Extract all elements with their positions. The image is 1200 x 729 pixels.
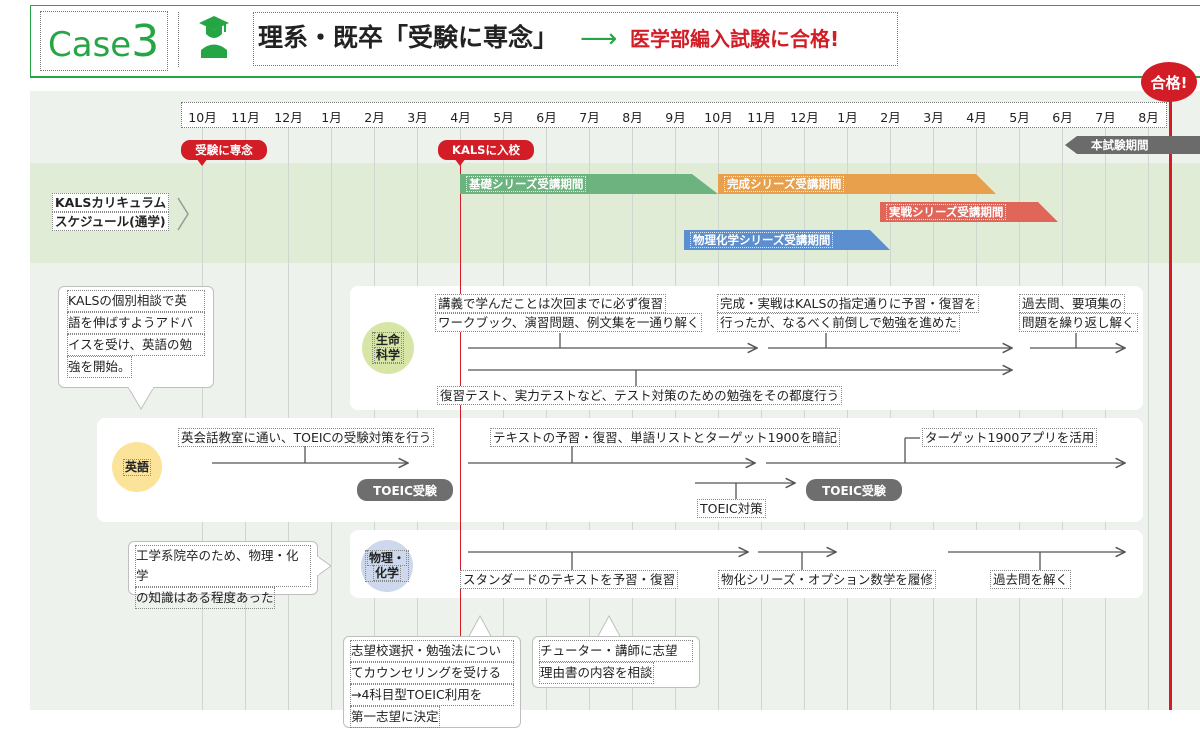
toeic-exam-2: TOEIC受験 — [806, 479, 902, 501]
life-note-3: 過去問、要項集の 問題を繰り返し解く — [1019, 294, 1138, 332]
case-label-box — [40, 11, 168, 71]
month-gridline — [503, 125, 504, 710]
month-gridline — [632, 125, 633, 710]
pass-marker: 合格! — [1141, 62, 1197, 102]
month-label: 6月 — [1052, 110, 1073, 125]
month-label: 1月 — [321, 110, 342, 125]
month-gridline — [331, 125, 332, 710]
month-gridline — [675, 125, 676, 710]
month-label: 9月 — [665, 110, 686, 125]
toeic-exam-1: TOEIC受験 — [357, 479, 453, 501]
month-gridline — [546, 125, 547, 710]
month-label: 3月 — [923, 110, 944, 125]
physchem-series-bar: 物理化学シリーズ受講期間 — [684, 230, 890, 250]
tutor-note: チューター・講師に志望 理由書の内容を相談 — [532, 636, 700, 688]
month-label: 5月 — [1009, 110, 1030, 125]
month-gridline — [718, 125, 719, 710]
practice-series-bar: 実戦シリーズ受講期間 — [880, 202, 1058, 222]
start-marker: 受験に専念 — [181, 140, 267, 160]
month-gridline — [761, 125, 762, 710]
month-label: 10月 — [188, 110, 217, 125]
curriculum-label: KALSカリキュラム スケジュール(通学) — [52, 193, 169, 231]
month-label: 7月 — [579, 110, 600, 125]
completion-series-bar: 完成シリーズ受講期間 — [718, 174, 996, 194]
month-label: 4月 — [450, 110, 471, 125]
chevron-right-icon — [176, 196, 190, 236]
month-gridline — [933, 125, 934, 710]
month-label: 2月 — [880, 110, 901, 125]
month-label: 1月 — [837, 110, 858, 125]
life-science-badge: 生命科学 — [362, 322, 414, 374]
header-divider — [178, 12, 179, 67]
physchem-note-2: 物化シリーズ・オプション数学を履修 — [718, 570, 936, 589]
title-main: 理系・既卒「受験に専念」 — [258, 23, 559, 52]
month-gridline — [804, 125, 805, 710]
english-badge: 英語 — [112, 442, 162, 492]
header — [30, 5, 1200, 78]
month-gridline — [245, 125, 246, 710]
month-gridline — [976, 125, 977, 710]
english-note-1: 英会話教室に通い、TOEICの受験対策を行う — [178, 428, 435, 447]
title-result: 医学部編入試験に合格! — [630, 27, 840, 51]
month-label: 6月 — [536, 110, 557, 125]
physchem-note-3: 過去問を解く — [990, 570, 1072, 589]
case-word: Case — [48, 25, 132, 65]
month-label: 10月 — [704, 110, 733, 125]
month-gridline — [1148, 125, 1149, 710]
counsel-note: 志望校選択・勉強法につい てカウンセリングを受ける →4科目型TOEIC利用を … — [343, 636, 521, 728]
month-label: 4月 — [966, 110, 987, 125]
consult-note-pointer — [127, 386, 155, 415]
title-arrow: ⟶ — [580, 24, 618, 54]
month-label: 11月 — [231, 110, 260, 125]
month-label: 5月 — [493, 110, 514, 125]
month-label: 12月 — [274, 110, 303, 125]
month-label: 3月 — [407, 110, 428, 125]
toeic-prep-note: TOEIC対策 — [697, 499, 766, 518]
case-number: 3 — [131, 16, 160, 67]
month-label: 8月 — [622, 110, 643, 125]
month-gridline — [417, 125, 418, 710]
physchem-background-note: 工学系院卒のため、物理・化学 の知識はある程度あった — [128, 541, 318, 609]
physchem-badge: 物理・化学 — [361, 540, 413, 592]
month-gridline — [374, 125, 375, 710]
month-label: 7月 — [1095, 110, 1116, 125]
life-note-4: 復習テスト、実力テストなど、テスト対策のための勉強をその都度行う — [437, 386, 843, 405]
month-gridline — [1019, 125, 1020, 710]
month-header — [181, 102, 1167, 128]
life-note-2: 完成・実戦はKALSの指定通りに予習・復習を 行ったが、なるべく前倒しで勉強を進… — [717, 294, 980, 332]
pass-marker-line — [1169, 96, 1172, 710]
physchem-note-1: スタンダードのテキストを予習・復習 — [460, 570, 679, 589]
month-gridline — [288, 125, 289, 710]
graduate-icon — [197, 14, 231, 60]
consult-note: KALSの個別相談で英 語を伸ばすようアドバ イスを受け、英語の勉 強を開始。 — [58, 286, 214, 388]
english-note-2: テキストの予習・復習、単語リストとターゲット1900を暗記 — [490, 428, 840, 447]
enroll-marker: KALSに入校 — [438, 140, 534, 160]
month-label: 11月 — [747, 110, 776, 125]
month-gridline — [589, 125, 590, 710]
month-gridline — [1062, 125, 1063, 710]
life-note-1: 講義で学んだことは次回までに必ず復習 ワークブック、演習問題、例文集を一通り解く — [435, 294, 703, 332]
month-gridline — [890, 125, 891, 710]
month-label: 12月 — [790, 110, 819, 125]
title-bar — [253, 12, 898, 66]
physchem-note-pointer — [316, 555, 332, 580]
month-label: 8月 — [1138, 110, 1159, 125]
month-gridline — [1105, 125, 1106, 710]
month-gridline — [847, 125, 848, 710]
enroll-marker-line — [460, 150, 461, 710]
month-label: 2月 — [364, 110, 385, 125]
enroll-marker-pointer — [454, 158, 466, 166]
start-marker-pointer — [196, 158, 208, 166]
exam-period-bar: 本試験期間 — [1065, 136, 1200, 154]
case-label: Case3 — [48, 14, 159, 70]
basic-series-bar: 基礎シリーズ受講期間 — [460, 174, 718, 194]
english-note-3: ターゲット1900アプリを活用 — [922, 428, 1098, 447]
